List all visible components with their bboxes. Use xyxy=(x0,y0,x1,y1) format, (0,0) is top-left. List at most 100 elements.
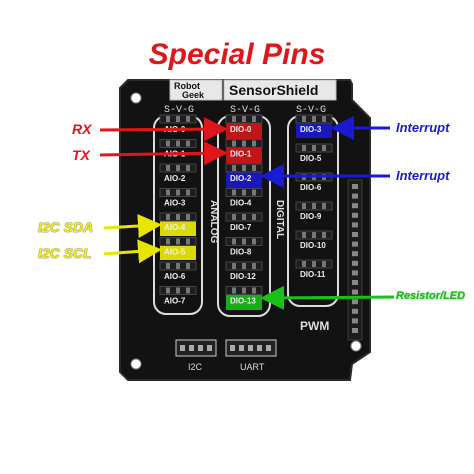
pin xyxy=(312,116,316,122)
pin-label: DIO-5 xyxy=(300,154,322,163)
pin xyxy=(176,238,180,245)
pin xyxy=(232,165,236,171)
pin xyxy=(252,189,256,196)
pin xyxy=(242,165,246,171)
pin xyxy=(322,145,326,151)
pin xyxy=(252,238,256,245)
pin-row: DIO-5 xyxy=(295,143,333,163)
pin xyxy=(242,238,246,245)
pin xyxy=(252,116,256,122)
pin-label: DIO-7 xyxy=(230,223,252,232)
resistor-led-callout: Resistor/LED xyxy=(396,290,466,302)
interrupt-callout-1: Interrupt xyxy=(396,120,450,135)
pin-label: DIO-9 xyxy=(300,212,322,221)
pin xyxy=(242,287,246,294)
pin xyxy=(242,263,246,269)
pin xyxy=(186,165,190,171)
page-title: Special Pins xyxy=(148,38,326,71)
pin xyxy=(186,214,190,220)
pin xyxy=(186,263,190,269)
pin xyxy=(322,232,326,238)
pin-label: DIO-1 xyxy=(230,150,252,159)
pin xyxy=(166,238,170,245)
pin xyxy=(302,261,306,267)
digital-label: DIGITAL xyxy=(274,200,285,239)
edge-pin xyxy=(352,308,358,314)
rx-arrow xyxy=(99,117,228,142)
edge-pin xyxy=(352,251,358,257)
pin xyxy=(252,165,256,171)
pin xyxy=(232,214,236,220)
pin-label: AIO-5 xyxy=(164,248,186,257)
pin xyxy=(166,140,170,147)
pin-row: DIO-11 xyxy=(295,259,333,279)
interrupt-callout-2: Interrupt xyxy=(396,168,450,183)
pin-row: DIO-10 xyxy=(295,230,333,250)
svg-header-right: S-V-G xyxy=(296,105,326,116)
pin xyxy=(232,116,236,122)
pin xyxy=(232,287,236,294)
mount-hole xyxy=(130,358,142,370)
edge-pin xyxy=(352,328,358,333)
svg-header-left: S-V-G xyxy=(164,105,194,116)
edge-pin xyxy=(352,212,358,218)
pin xyxy=(166,214,170,220)
connector-pin xyxy=(207,345,212,351)
pin-row: DIO-7 xyxy=(225,212,263,232)
pin-label: DIO-12 xyxy=(230,272,256,281)
edge-pin xyxy=(352,193,358,199)
connector-pin xyxy=(239,345,244,351)
i2c-sda-callout: I2C SDA xyxy=(38,219,94,235)
pin xyxy=(176,116,180,122)
sda-arrow xyxy=(103,214,162,239)
pin-label: DIO-10 xyxy=(300,241,326,250)
pin-label: DIO-8 xyxy=(230,248,252,257)
connector-pin xyxy=(189,345,194,351)
board-name-box xyxy=(223,79,337,101)
pin xyxy=(242,116,246,122)
pin-label: DIO-13 xyxy=(230,297,256,306)
mount-hole xyxy=(130,92,142,104)
i2c-label: I2C xyxy=(188,362,203,372)
pin xyxy=(302,145,306,151)
connector-pin xyxy=(248,345,253,351)
pin-label: AIO-7 xyxy=(164,297,186,306)
pin-label: AIO-2 xyxy=(164,174,186,183)
pin-label: AIO-3 xyxy=(164,199,186,208)
connector-pin xyxy=(257,345,262,351)
pin xyxy=(312,261,316,267)
pin xyxy=(242,214,246,220)
scl-arrow xyxy=(103,239,162,264)
pin xyxy=(176,165,180,171)
pin-label: AIO-6 xyxy=(164,272,186,281)
pin xyxy=(242,140,246,147)
pin xyxy=(252,140,256,147)
pin xyxy=(322,261,326,267)
pin xyxy=(232,238,236,245)
pin-row: AIO-6 xyxy=(159,261,197,281)
pin-label: DIO-4 xyxy=(230,199,252,208)
brand-bottom: Geek xyxy=(182,90,205,100)
pin-label: DIO-2 xyxy=(230,174,252,183)
edge-pin xyxy=(352,299,358,305)
pin xyxy=(232,263,236,269)
pin xyxy=(186,189,190,196)
pin-row: DIO-8 xyxy=(225,237,263,257)
pin xyxy=(166,116,170,122)
pin xyxy=(252,214,256,220)
pin xyxy=(232,189,236,196)
edge-pin xyxy=(352,232,358,237)
pin xyxy=(252,287,256,294)
pin-row: AIO-7 xyxy=(159,286,197,306)
led-arrow xyxy=(260,285,395,310)
edge-pin xyxy=(352,318,358,324)
board-name: SensorShield xyxy=(229,82,318,98)
pin-label: DIO-3 xyxy=(300,125,322,134)
brand-top: Robot xyxy=(174,81,200,91)
svg-header-mid: S-V-G xyxy=(230,105,260,116)
connector-pin xyxy=(180,345,185,351)
pin xyxy=(166,165,170,171)
edge-pin xyxy=(352,260,358,266)
pin xyxy=(166,189,170,196)
tx-callout: TX xyxy=(72,147,90,163)
